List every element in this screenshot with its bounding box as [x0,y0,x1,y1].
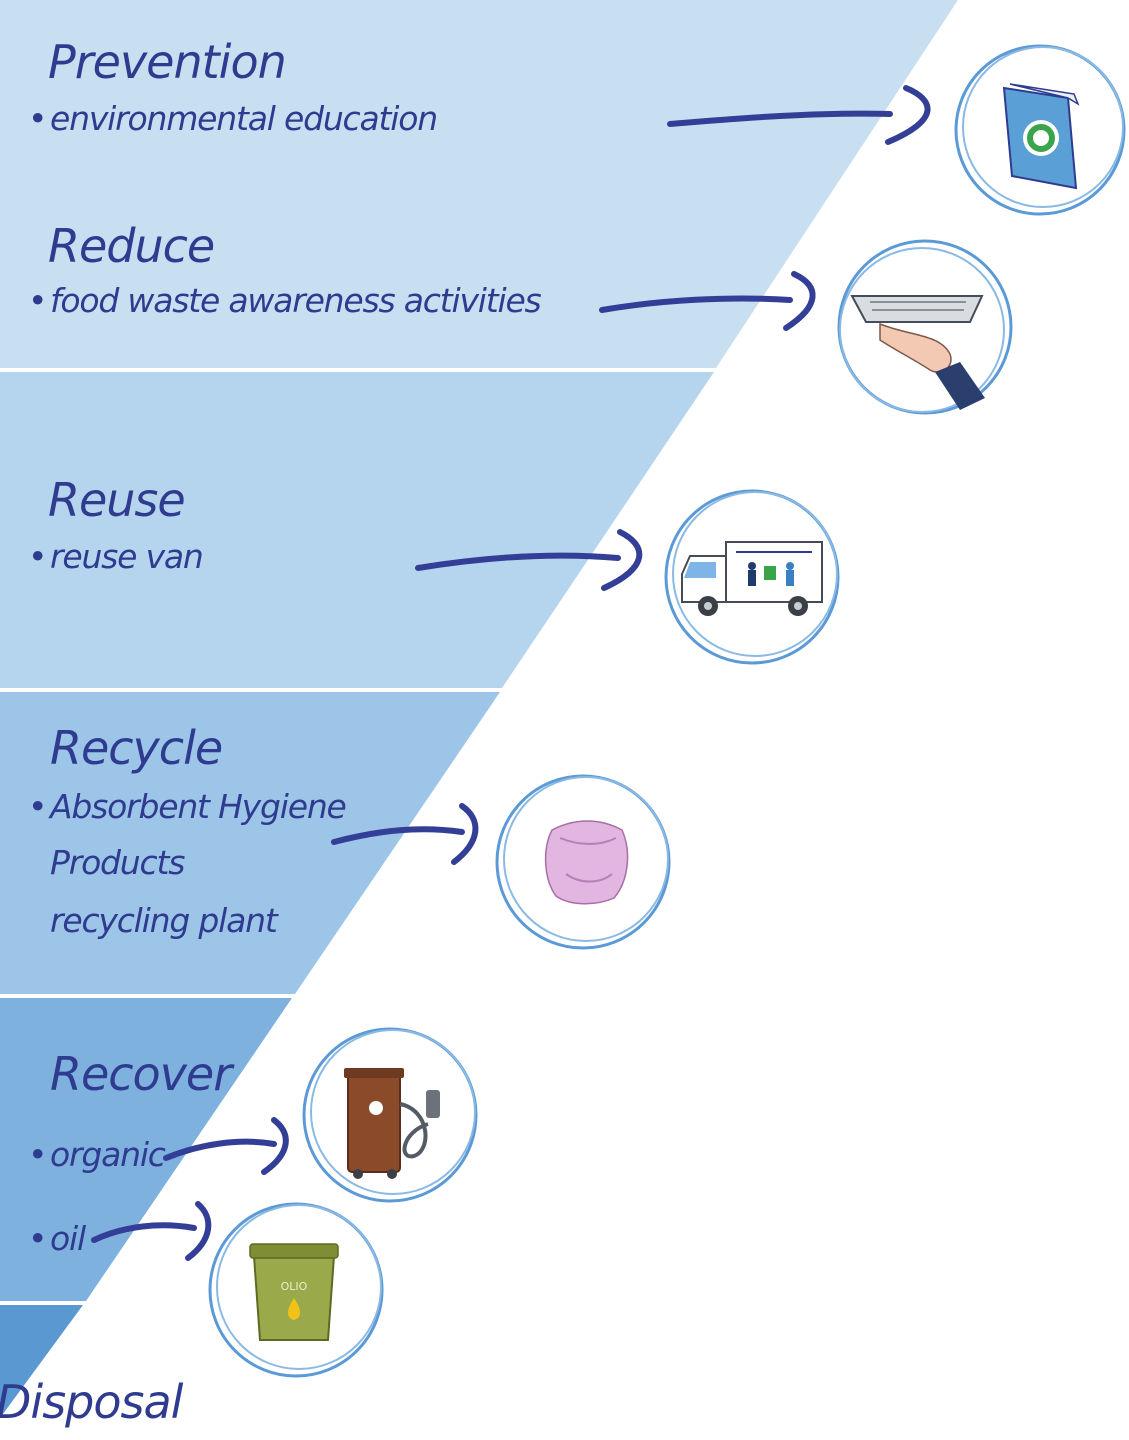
recover-organic-bullet: • [28,1135,46,1174]
disposal-title: Disposal [0,1375,184,1429]
diaper-icon [495,774,671,950]
recycle-item-line-3: recycling plant [50,901,279,940]
recover-oil-bullet: • [28,1219,46,1258]
oil-bin-label: OLIO [281,1280,308,1293]
recover-organic-label: organic [50,1135,166,1174]
band-recover [0,998,292,1301]
recover-oil-label: oil [50,1219,86,1258]
recover-organic-arrow [163,1117,289,1175]
prevention-title: Prevention [48,35,286,89]
recycle-item-line-2: Products [50,843,185,882]
recycle-bullet: • [28,787,46,826]
prevention-arrow [667,85,931,145]
reduce-arrow [599,271,816,331]
band-recycle [0,692,500,994]
reduce-bullet: • [28,281,46,320]
reduce-title: Reduce [48,219,214,273]
band-disposal [0,1305,83,1418]
recycling-booklet-icon [954,44,1126,216]
recycle-item-line-1: Absorbent Hygiene [48,787,346,826]
recycle-title: Recycle [50,721,222,775]
band-prevention-reduce [0,0,958,368]
recover-oil-arrow [91,1201,212,1261]
reuse-title: Reuse [48,473,185,527]
oil-bin-icon: OLIO [208,1202,384,1378]
organic-bin-fuel-pump-icon [302,1027,478,1203]
reduce-item: food waste awareness activities [50,281,542,320]
reuse-van-icon [664,489,840,665]
prevention-bullet: • [28,99,46,138]
recover-title: Recover [50,1047,235,1101]
band-reuse [0,372,714,688]
reuse-item: reuse van [50,537,203,576]
reuse-arrow [415,529,643,591]
reuse-bullet: • [28,537,46,576]
food-tray-hand-icon [837,239,1013,415]
recycle-arrow [331,803,479,865]
prevention-item: environmental education [50,99,437,138]
